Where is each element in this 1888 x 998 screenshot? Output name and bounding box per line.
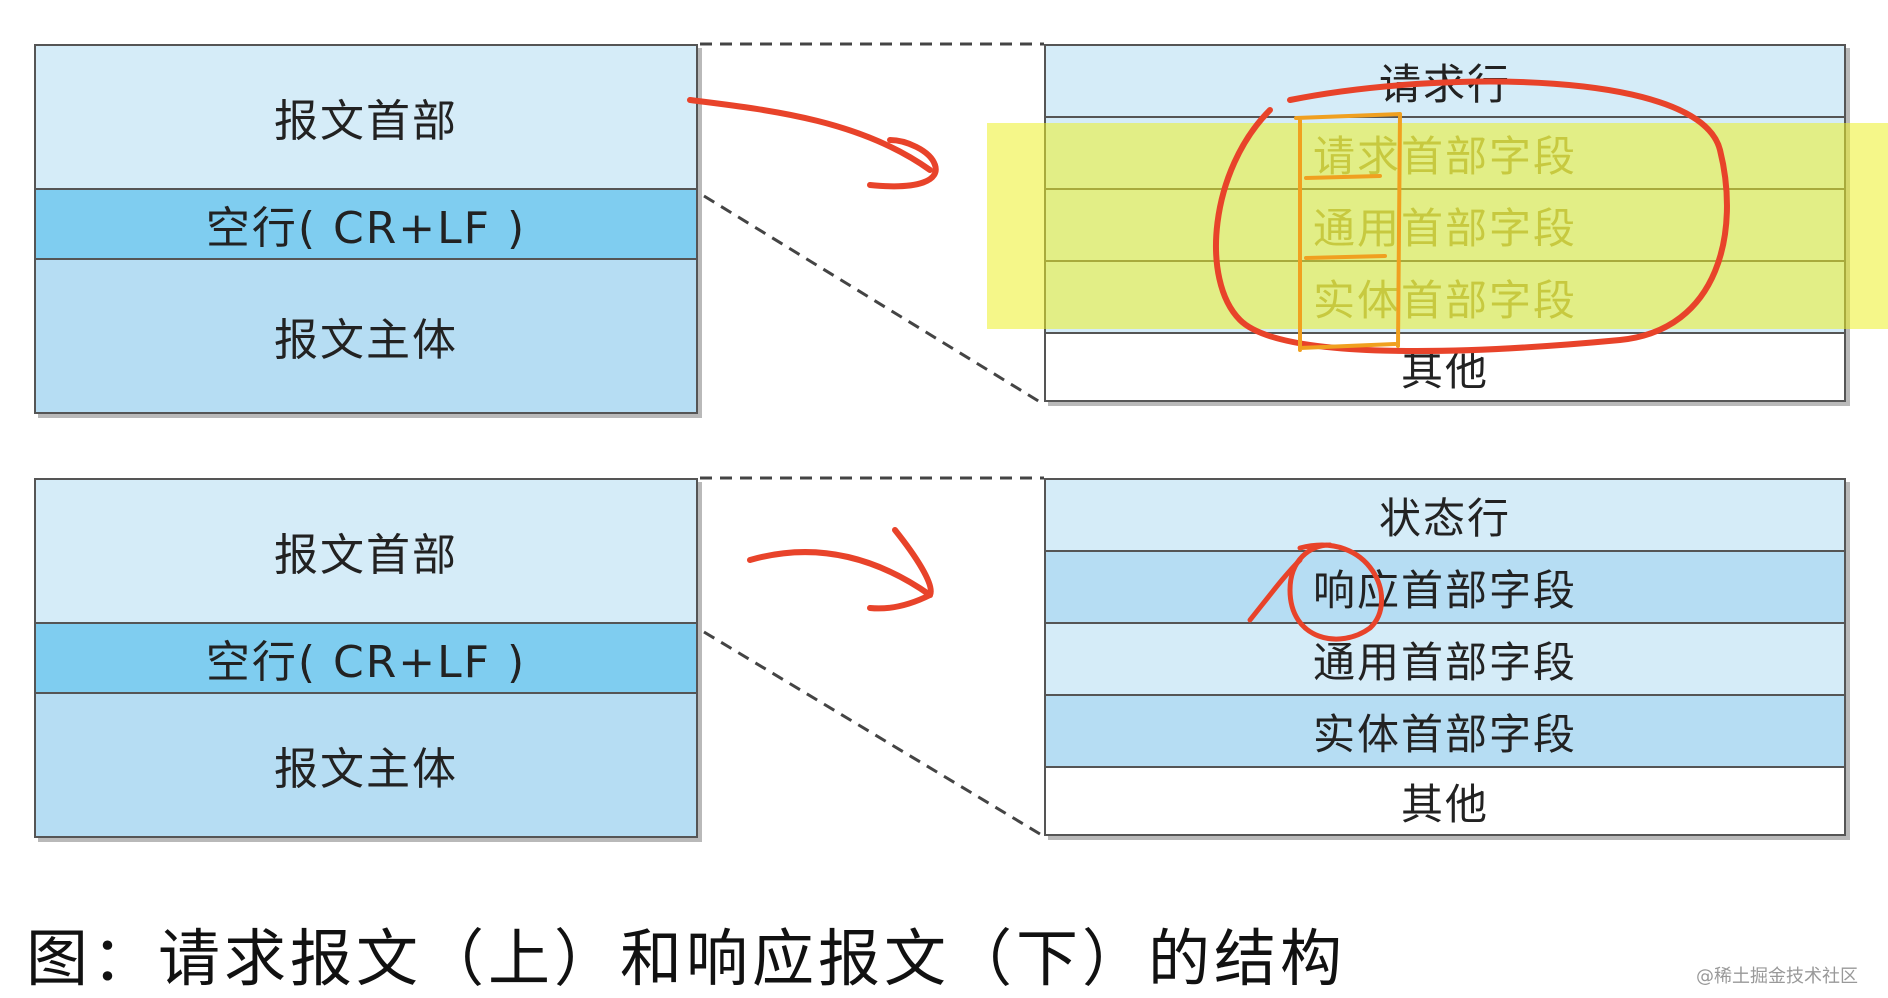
response-general-header-fields-label: 通用首部字段 (1312, 637, 1577, 687)
other-label: 其他 (1400, 345, 1489, 395)
figure-caption: 图：请求报文（上）和响应报文（下）的结构 (26, 922, 1347, 995)
entity-header-fields-label: 实体首部字段 (1312, 275, 1577, 325)
top-lower-connector (703, 194, 1041, 404)
response-blank-line-section: 空行( CR+LF ) (34, 622, 698, 694)
request-body-label: 报文主体 (274, 315, 458, 366)
other-row: 其他 (1044, 332, 1846, 402)
response-header-fields-label: 响应首部字段 (1312, 565, 1577, 615)
response-header-fields-row: 响应首部字段 (1044, 550, 1846, 624)
bottom-lower-connector (703, 630, 1041, 836)
bottom-arrow-annotation (747, 549, 933, 598)
response-body-section: 报文主体 (34, 692, 698, 838)
request-header-fields-label: 请求首部字段 (1312, 131, 1577, 181)
response-other-row: 其他 (1044, 766, 1846, 836)
request-header-detail-block: 请求行 请求首部字段 通用首部字段 实体首部字段 其他 (1044, 44, 1846, 402)
response-header-detail-block: 状态行 响应首部字段 通用首部字段 实体首部字段 其他 (1044, 478, 1846, 836)
response-other-label: 其他 (1400, 779, 1489, 829)
top-arrow-head (867, 137, 939, 190)
request-header-section: 报文首部 (34, 44, 698, 190)
general-header-fields-row: 通用首部字段 (1044, 188, 1846, 262)
entity-header-fields-row: 实体首部字段 (1044, 260, 1846, 334)
status-line-label: 状态行 (1378, 493, 1511, 543)
request-header-fields-row: 请求首部字段 (1044, 116, 1846, 190)
request-header-label: 报文首部 (274, 96, 458, 147)
response-header-section: 报文首部 (34, 478, 698, 624)
request-blank-line-label: 空行( CR+LF ) (205, 203, 527, 254)
response-message-block: 报文首部 空行( CR+LF ) 报文主体 (34, 478, 698, 838)
response-entity-header-fields-label: 实体首部字段 (1312, 709, 1577, 759)
response-body-label: 报文主体 (274, 744, 458, 795)
request-body-section: 报文主体 (34, 258, 698, 414)
response-blank-line-label: 空行( CR+LF ) (205, 637, 527, 688)
response-header-label: 报文首部 (274, 530, 458, 581)
bottom-arrow-head (867, 527, 934, 612)
general-header-fields-label: 通用首部字段 (1312, 203, 1577, 253)
watermark: @稀土掘金技术社区 (1696, 966, 1858, 987)
request-message-block: 报文首部 空行( CR+LF ) 报文主体 (34, 44, 698, 414)
response-entity-header-fields-row: 实体首部字段 (1044, 694, 1846, 768)
response-general-header-fields-row: 通用首部字段 (1044, 622, 1846, 696)
request-line-row: 请求行 (1044, 44, 1846, 118)
status-line-row: 状态行 (1044, 478, 1846, 552)
request-line-label: 请求行 (1378, 59, 1511, 109)
top-arrow-annotation (687, 97, 933, 173)
request-blank-line-section: 空行( CR+LF ) (34, 188, 698, 260)
